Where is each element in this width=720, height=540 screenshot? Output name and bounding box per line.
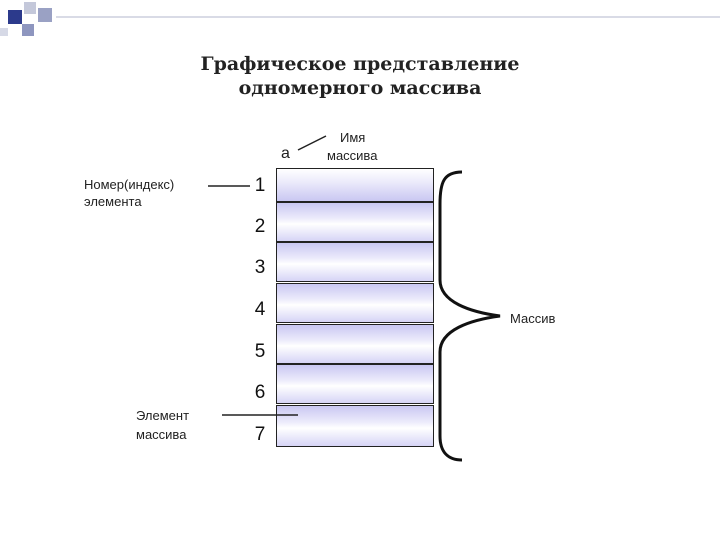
array-cell-6 — [276, 364, 434, 404]
index-label-line-2: элемента — [84, 194, 142, 209]
decor-square — [8, 10, 22, 24]
index-number: 4 — [254, 299, 266, 320]
index-number: 1 — [254, 175, 266, 196]
array-cell-3 — [276, 242, 434, 282]
array-name: a — [281, 145, 290, 162]
array-name-pointer — [297, 135, 327, 151]
element-label-line-2: массива — [136, 427, 187, 442]
array-cell-7 — [276, 405, 434, 447]
array-label: Массив — [510, 311, 556, 326]
index-number: 5 — [254, 341, 266, 362]
decor-square — [38, 8, 52, 22]
decor-square — [22, 24, 34, 36]
array-name-label-line-1: Имя — [340, 130, 366, 145]
array-cell-4 — [276, 283, 434, 323]
array-cell-1 — [276, 168, 434, 202]
title-line-2: одномерного массива — [238, 77, 482, 99]
index-label-line-1: Номер(индекс) — [84, 177, 175, 192]
title-line-1: Графическое представление — [200, 53, 520, 75]
corner-decoration — [0, 0, 720, 40]
right-brace — [438, 170, 501, 462]
index-number: 3 — [254, 257, 266, 278]
slide-title: Графическое представление одномерного ма… — [0, 52, 720, 100]
index-number: 7 — [254, 424, 266, 445]
header-rule — [56, 16, 720, 18]
decor-square — [0, 28, 8, 36]
decor-square — [24, 2, 36, 14]
array-cell-2 — [276, 202, 434, 242]
index-number: 2 — [254, 216, 266, 237]
array-name-label-line-2: массива — [327, 148, 378, 163]
array-cell-5 — [276, 324, 434, 364]
index-number: 6 — [254, 382, 266, 403]
element-label-line-1: Элемент — [136, 408, 190, 423]
